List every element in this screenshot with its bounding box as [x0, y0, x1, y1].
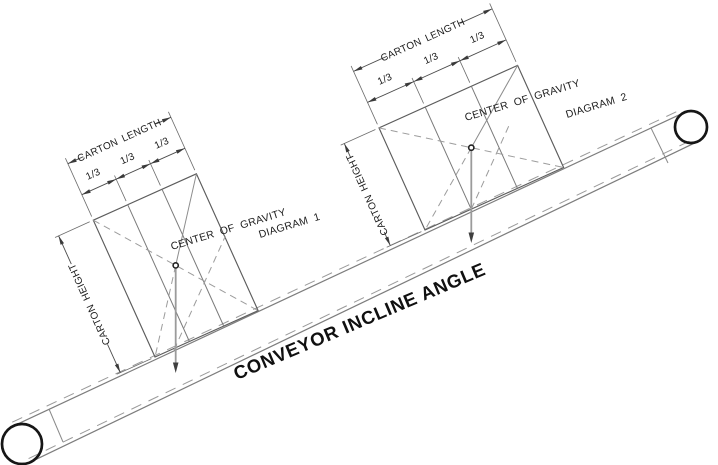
length-dim-line — [67, 156, 84, 165]
thirds-dim-segment — [413, 60, 461, 83]
height-dim-line — [383, 231, 391, 246]
thirds-dim-segment — [115, 163, 151, 180]
length-dim-line — [156, 116, 172, 125]
center-of-gravity-dot — [467, 144, 475, 152]
tipping-construction-line-dashed — [173, 235, 226, 351]
third-label: 1/3 — [119, 151, 137, 167]
carton-third-division-2 — [470, 86, 518, 189]
tipping-construction-line-dashed — [470, 122, 511, 210]
diagram-2-label: DIAGRAM 2 — [564, 91, 628, 121]
belt-upper-edge-dashed — [11, 108, 684, 423]
belt-cross-line-top — [650, 127, 669, 164]
extension-line — [411, 77, 424, 104]
carton-third-division-1 — [127, 204, 190, 342]
gravity-arrow-head — [468, 232, 475, 243]
third-label: 1/3 — [153, 136, 171, 152]
diagram-2: CARTON LENGTH 1/3 1/3 1/3 CARTON HEIGHT … — [340, 3, 629, 248]
extension-line — [148, 159, 161, 186]
center-of-gravity-dot — [172, 261, 180, 269]
thirds-dim-segment — [367, 81, 414, 103]
belt-lower-edge-dashed — [28, 137, 697, 460]
extension-line — [340, 129, 376, 146]
extension-line — [350, 65, 378, 125]
length-dim-line — [353, 55, 388, 72]
third-label: 1/3 — [422, 51, 440, 67]
height-dim-line — [58, 235, 72, 265]
carton-third-division-2 — [161, 188, 225, 327]
extension-line — [168, 111, 196, 171]
third-label: 1/3 — [84, 167, 102, 183]
length-dim-line — [460, 8, 493, 24]
gravity-arrow-head — [172, 362, 179, 373]
thirds-dim-segment — [459, 39, 507, 62]
belt-lower-edge — [29, 141, 698, 463]
carton-outline — [378, 64, 565, 231]
height-dim-line — [343, 143, 352, 159]
carton-height-label: CARTON HEIGHT — [67, 261, 113, 346]
carton-diagonal-lower-dashed — [424, 147, 472, 231]
belt-upper-edge — [13, 111, 685, 427]
carton-height-label: CARTON HEIGHT — [345, 152, 391, 237]
extension-line — [489, 3, 517, 62]
belt-cross-line-bottom — [48, 408, 64, 443]
center-of-gravity-label: CENTER OF GRAVITY — [463, 77, 581, 124]
carton-diagonal-dashed — [93, 219, 259, 312]
extension-line — [65, 158, 93, 217]
thirds-dim-segment — [150, 147, 186, 165]
conveyor-incline-angle-label: CONVEYOR INCLINE ANGLE — [230, 258, 488, 384]
carton-diagonal-dashed — [378, 127, 564, 168]
extension-line — [457, 56, 471, 83]
extension-line — [114, 175, 127, 202]
third-label: 1/3 — [468, 30, 486, 46]
carton-diagonal-upper — [470, 65, 519, 148]
diagram-1: CARTON LENGTH 1/3 1/3 1/3 CARTON HEIGHT … — [54, 111, 322, 375]
third-label: 1/3 — [376, 72, 394, 88]
extension-line — [54, 221, 90, 238]
head-pulley-circle — [673, 109, 709, 145]
tail-pulley-circle — [0, 422, 44, 465]
carton-diagonal-lower-dashed — [154, 265, 177, 358]
carton-third-division-1 — [424, 106, 472, 210]
extension-line — [386, 231, 422, 248]
carton-diagonal-upper — [175, 173, 197, 266]
extension-line — [116, 358, 152, 375]
thirds-dim-segment — [81, 178, 117, 196]
height-dim-line — [107, 344, 121, 373]
